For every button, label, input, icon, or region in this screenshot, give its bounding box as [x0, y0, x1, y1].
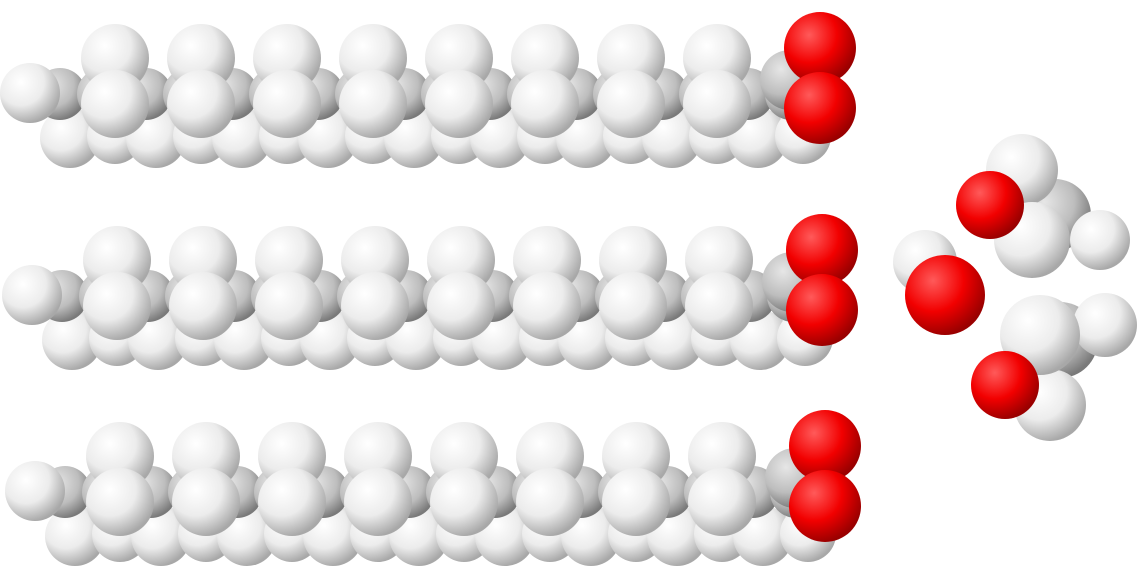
chain-3-hydrogen-atom	[516, 468, 584, 536]
chain-3-hydrogen-atom	[602, 468, 670, 536]
chain-1-carbonyl-oxygen-atom	[784, 12, 856, 84]
chain-2-hydrogen-atom	[83, 272, 151, 340]
chain-1-hydrogen-atom	[339, 70, 407, 138]
glycerol-oxygen-atom	[971, 351, 1039, 419]
chain-2-hydrogen-atom	[599, 272, 667, 340]
chain-2-hydrogen-atom	[341, 272, 409, 340]
front-atom-layer	[0, 24, 1137, 536]
chain-3-hydrogen-atom	[86, 468, 154, 536]
chain-2-hydrogen-atom	[169, 272, 237, 340]
chain-1-ester-oxygen-atom	[784, 72, 856, 144]
chain-2-terminal-hydrogen-atom	[2, 265, 62, 325]
glycerol-hydrogen-atom	[1073, 293, 1137, 357]
chain-3-terminal-hydrogen-atom	[5, 461, 65, 521]
chain-2-ester-oxygen-atom	[786, 274, 858, 346]
chain-1-hydrogen-atom	[81, 70, 149, 138]
chain-2-hydrogen-atom	[685, 272, 753, 340]
chain-2-carbonyl-oxygen-atom	[786, 214, 858, 286]
chain-1-hydrogen-atom	[167, 70, 235, 138]
oxygen-atom-layer	[784, 12, 1039, 542]
chain-3-hydrogen-atom	[258, 468, 326, 536]
chain-2-hydrogen-atom	[513, 272, 581, 340]
chain-3-ester-oxygen-atom	[789, 470, 861, 542]
chain-1-hydrogen-atom	[425, 70, 493, 138]
chain-3-hydrogen-atom	[344, 468, 412, 536]
chain-3-hydrogen-atom	[45, 506, 105, 566]
chain-2-hydrogen-atom	[42, 310, 102, 370]
chain-2-hydrogen-atom	[427, 272, 495, 340]
chain-1-hydrogen-atom	[683, 70, 751, 138]
chain-1-hydrogen-atom	[253, 70, 321, 138]
chain-3-hydrogen-atom	[172, 468, 240, 536]
chain-1-hydrogen-atom	[40, 108, 100, 168]
chain-3-carbonyl-oxygen-atom	[789, 410, 861, 482]
chain-1-hydrogen-atom	[597, 70, 665, 138]
chain-2-hydrogen-atom	[255, 272, 323, 340]
glycerol-hydrogen-atom	[1070, 210, 1130, 270]
chain-3-hydrogen-atom	[430, 468, 498, 536]
chain-1-hydrogen-atom	[511, 70, 579, 138]
glycerol-oxygen-atom	[956, 171, 1024, 239]
chain-3-hydrogen-atom	[688, 468, 756, 536]
chain-1-terminal-hydrogen-atom	[0, 63, 60, 123]
glycerol-oxygen-atom	[905, 255, 985, 335]
